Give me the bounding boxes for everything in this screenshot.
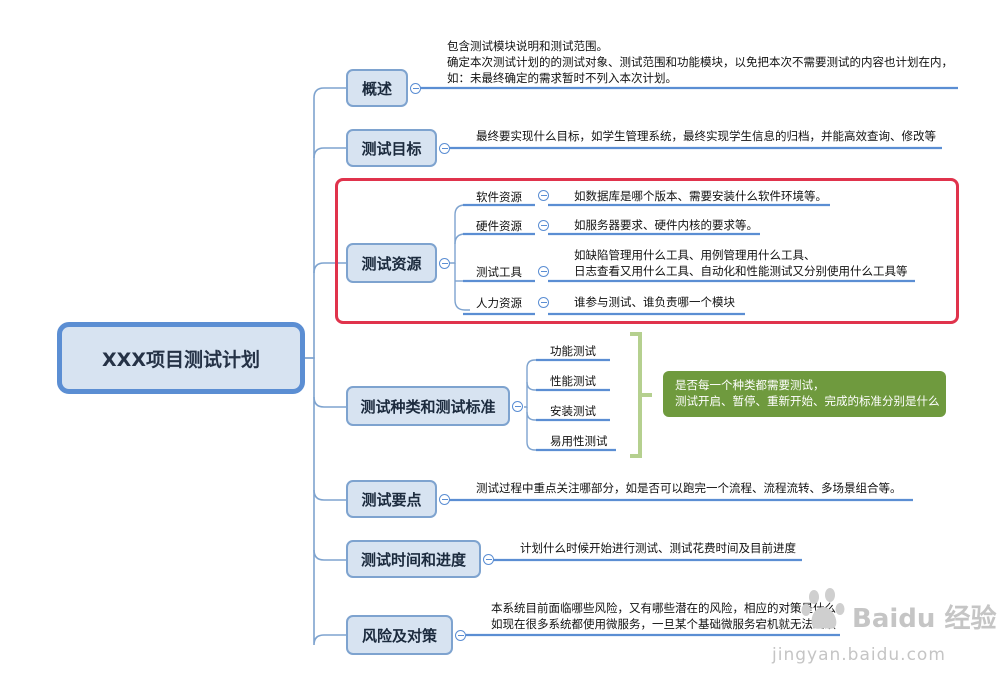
subtopic-people[interactable]: 人力资源	[476, 296, 522, 310]
subtopic-software[interactable]: 软件资源	[476, 190, 522, 204]
collapse-icon[interactable]	[538, 220, 549, 231]
type-connectors	[524, 359, 540, 451]
watermark-brand: Baidu 经验	[852, 604, 997, 634]
topic-overview[interactable]: 概述	[346, 69, 408, 107]
type-usability[interactable]: 易用性测试	[550, 434, 608, 448]
subtopic-tools[interactable]: 测试工具	[476, 265, 522, 279]
type-functional[interactable]: 功能测试	[550, 344, 596, 358]
central-topic[interactable]: XXX项目测试计划	[57, 322, 305, 394]
collapse-icon[interactable]	[512, 401, 523, 412]
connector-resources	[313, 262, 347, 274]
subtopic-hardware[interactable]: 硬件资源	[476, 219, 522, 233]
watermark-url: jingyan.baidu.com	[772, 645, 946, 665]
summary-line-1: 是否每一个种类都需要测试，	[675, 378, 825, 392]
hardware-note: 如服务器要求、硬件内核的要求等。	[574, 218, 758, 232]
collapse-icon[interactable]	[410, 83, 421, 94]
resources-highlight-frame	[335, 178, 959, 324]
connector-goal	[313, 147, 347, 159]
baidu-paw-icon	[801, 588, 845, 629]
collapse-icon[interactable]	[538, 190, 549, 201]
type-installation[interactable]: 安装测试	[550, 404, 596, 418]
collapse-icon[interactable]	[483, 554, 494, 565]
risk-note-2: 如现在很多系统都使用微服务，一旦某个基础微服务宕机就无法继续	[491, 617, 836, 631]
overview-note-1: 包含测试模块说明和测试范围。	[447, 39, 608, 53]
type-performance[interactable]: 性能测试	[550, 374, 596, 388]
note-underlines	[418, 86, 958, 637]
collapse-icon[interactable]	[439, 258, 450, 269]
summary-line-2: 测试开启、暂停、重新开始、完成的标准分别是什么	[675, 394, 940, 408]
collapse-icon[interactable]	[439, 143, 450, 154]
topic-connectors	[305, 87, 347, 646]
types-summary-callout[interactable]: 是否每一个种类都需要测试， 测试开启、暂停、重新开始、完成的标准分别是什么	[663, 371, 946, 417]
connector-overview	[305, 87, 347, 359]
topic-schedule[interactable]: 测试时间和进度	[346, 540, 481, 578]
topic-focus[interactable]: 测试要点	[346, 480, 437, 518]
connector-risk	[305, 357, 347, 646]
overview-note-2: 确定本次测试计划的的测试对象、测试范围和功能模块，以免把本次不需要测试的内容也计…	[447, 55, 953, 69]
connector-schedule	[313, 549, 347, 561]
collapse-icon[interactable]	[538, 297, 549, 308]
topic-risk[interactable]: 风险及对策	[346, 615, 453, 655]
collapse-icon[interactable]	[439, 494, 450, 505]
collapse-icon[interactable]	[455, 630, 466, 641]
tools-note-1: 如缺陷管理用什么工具、用例管理用什么工具、	[574, 248, 816, 262]
schedule-note: 计划什么时候开始进行测试、测试花费时间及目前进度	[520, 541, 796, 555]
connector-focus	[313, 489, 347, 501]
topic-goal[interactable]: 测试目标	[346, 129, 437, 167]
tools-note-2: 日志查看又用什么工具、自动化和性能测试又分别使用什么工具等	[574, 264, 908, 278]
summary-bracket	[630, 332, 652, 458]
software-note: 如数据库是哪个版本、需要安装什么软件环境等。	[574, 189, 827, 203]
people-note: 谁参与测试、谁负责哪一个模块	[574, 295, 735, 309]
overview-note-3: 如：未最终确定的需求暂时不列入本次计划。	[447, 71, 677, 85]
risk-note-1: 本系统目前面临哪些风险，又有哪些潜在的风险，相应的对策是什么。	[491, 601, 848, 615]
connector-types	[313, 396, 347, 408]
focus-note: 测试过程中重点关注哪部分，如是否可以跑完一个流程、流程流转、多场景组合等。	[476, 481, 902, 495]
collapse-icon[interactable]	[538, 266, 549, 277]
topic-types[interactable]: 测试种类和测试标准	[346, 386, 510, 426]
goal-note: 最终要实现什么目标，如学生管理系统，最终实现学生信息的归档，并能高效查询、修改等	[476, 129, 936, 143]
topic-resources[interactable]: 测试资源	[346, 243, 437, 283]
